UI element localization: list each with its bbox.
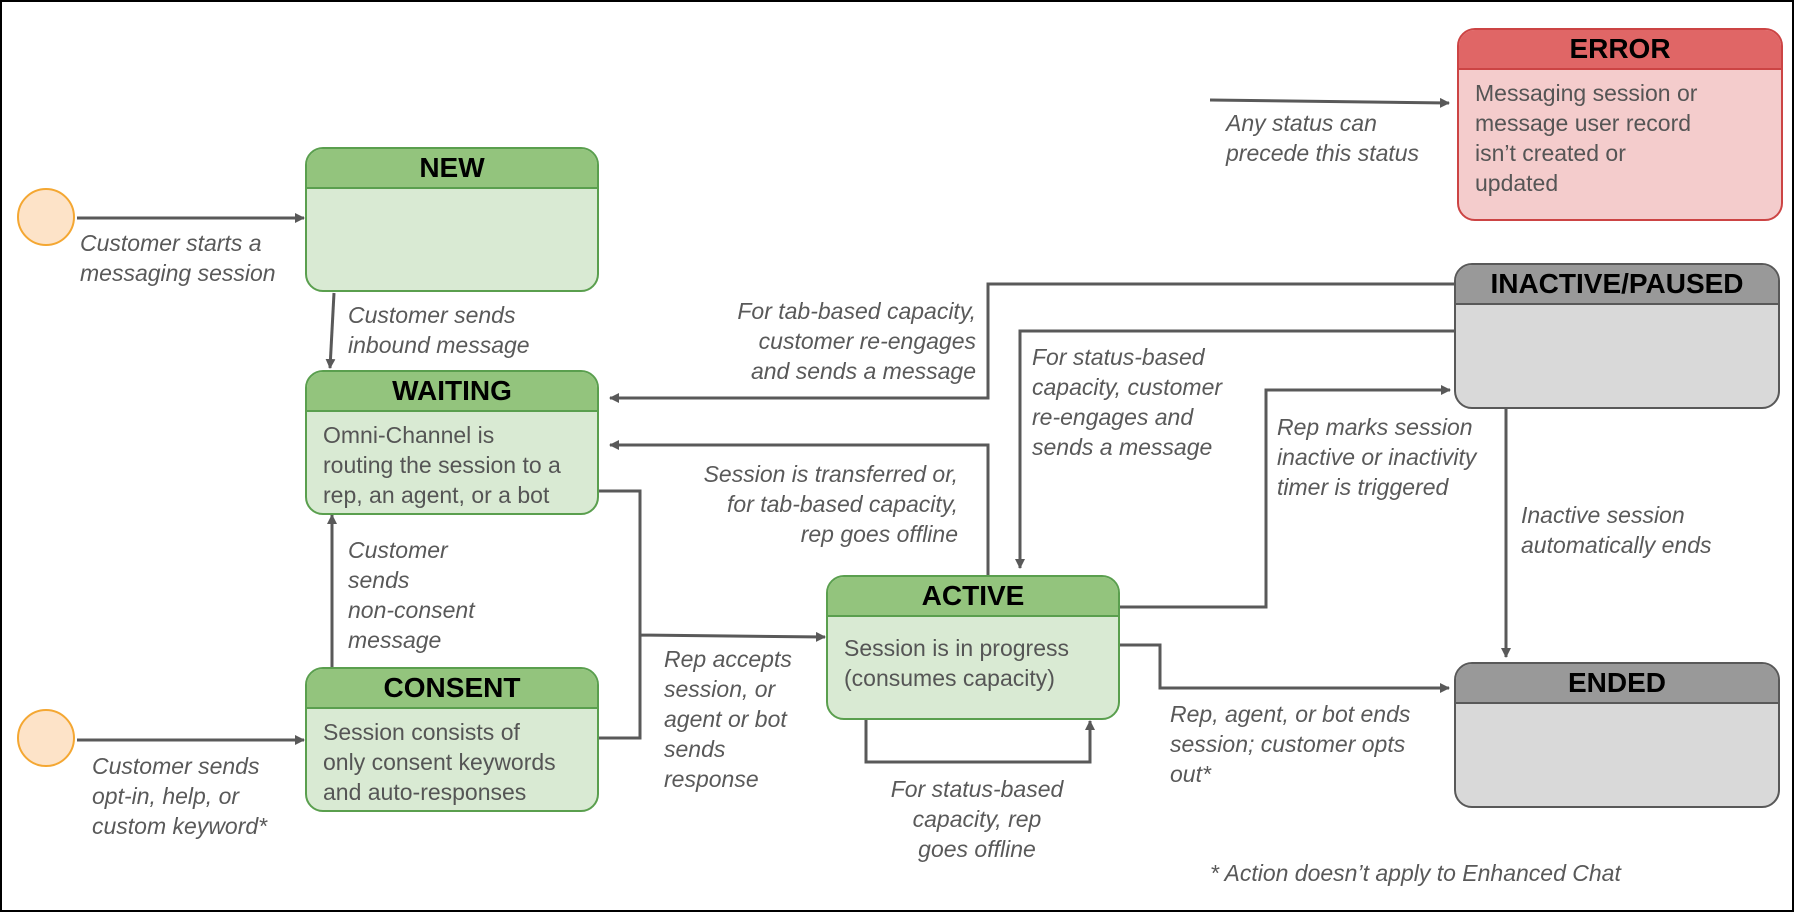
arrow-active-to-ended: [1120, 643, 1450, 693]
start-circle-new: [17, 188, 75, 246]
state-error-body: Messaging session or message user record…: [1475, 80, 1698, 196]
state-active-title: ACTIVE: [828, 577, 1118, 617]
label-any-to-error: Any status can precede this status: [1226, 110, 1420, 166]
state-waiting-title: WAITING: [307, 372, 597, 412]
state-waiting-body: Omni-Channel is routing the session to a…: [323, 422, 561, 508]
arrow-new-to-waiting: [325, 292, 336, 369]
state-waiting: WAITING Omni-Channel is routing the sess…: [305, 370, 599, 515]
state-active-body: Session is in progress (consumes capacit…: [844, 635, 1069, 691]
state-new-body: [307, 189, 597, 205]
arrow-active-to-waiting: [609, 440, 990, 575]
state-inactive-paused: INACTIVE/PAUSED: [1454, 263, 1780, 409]
label-inactive-to-active: For status-based capacity, customer re-e…: [1032, 344, 1223, 460]
state-consent: CONSENT Session consists of only consent…: [305, 667, 599, 812]
state-inactive-paused-body: [1456, 305, 1778, 321]
arrow-inactive-to-waiting: [609, 282, 1456, 403]
state-ended-title: ENDED: [1456, 664, 1778, 704]
label-active-to-ended: Rep, agent, or bot ends session; custome…: [1170, 701, 1411, 787]
state-new: NEW: [305, 147, 599, 292]
label-consent-to-waiting: Customer sends non-consent message: [348, 537, 475, 653]
label-active-self: For status-based capacity, rep goes offl…: [890, 776, 1064, 862]
state-ended: ENDED: [1454, 662, 1780, 808]
state-error: ERROR Messaging session or message user …: [1457, 28, 1783, 221]
state-new-title: NEW: [307, 149, 597, 189]
label-start-new: Customer starts a messaging session: [80, 230, 276, 286]
arrow-waiting-consent-to-active: [598, 489, 826, 740]
arrow-active-to-inactive: [1120, 385, 1451, 609]
state-active: ACTIVE Session is in progress (consumes …: [826, 575, 1120, 720]
label-new-to-waiting: Customer sends inbound message: [348, 302, 530, 358]
state-error-title: ERROR: [1459, 30, 1781, 70]
label-waiting-to-active: Rep accepts session, or agent or bot sen…: [664, 646, 792, 792]
label-active-to-inactive: Rep marks session inactive or inactivity…: [1277, 414, 1477, 500]
state-inactive-paused-title: INACTIVE/PAUSED: [1456, 265, 1778, 305]
start-circle-consent: [17, 709, 75, 767]
footnote: * Action doesn’t apply to Enhanced Chat: [1210, 860, 1621, 886]
label-start-consent: Customer sends opt-in, help, or custom k…: [92, 753, 268, 839]
arrow-any-to-error: [1209, 97, 1450, 108]
label-inactive-to-waiting: For tab-based capacity, customer re-enga…: [737, 298, 976, 384]
label-inactive-to-ended: Inactive session automatically ends: [1521, 502, 1712, 558]
arrow-inactive-to-active: [1015, 329, 1456, 569]
arrow-active-self-loop: [864, 717, 1095, 764]
label-active-to-waiting: Session is transferred or, for tab-based…: [703, 461, 958, 547]
state-ended-body: [1456, 704, 1778, 720]
state-consent-body: Session consists of only consent keyword…: [323, 719, 556, 805]
state-consent-title: CONSENT: [307, 669, 597, 709]
